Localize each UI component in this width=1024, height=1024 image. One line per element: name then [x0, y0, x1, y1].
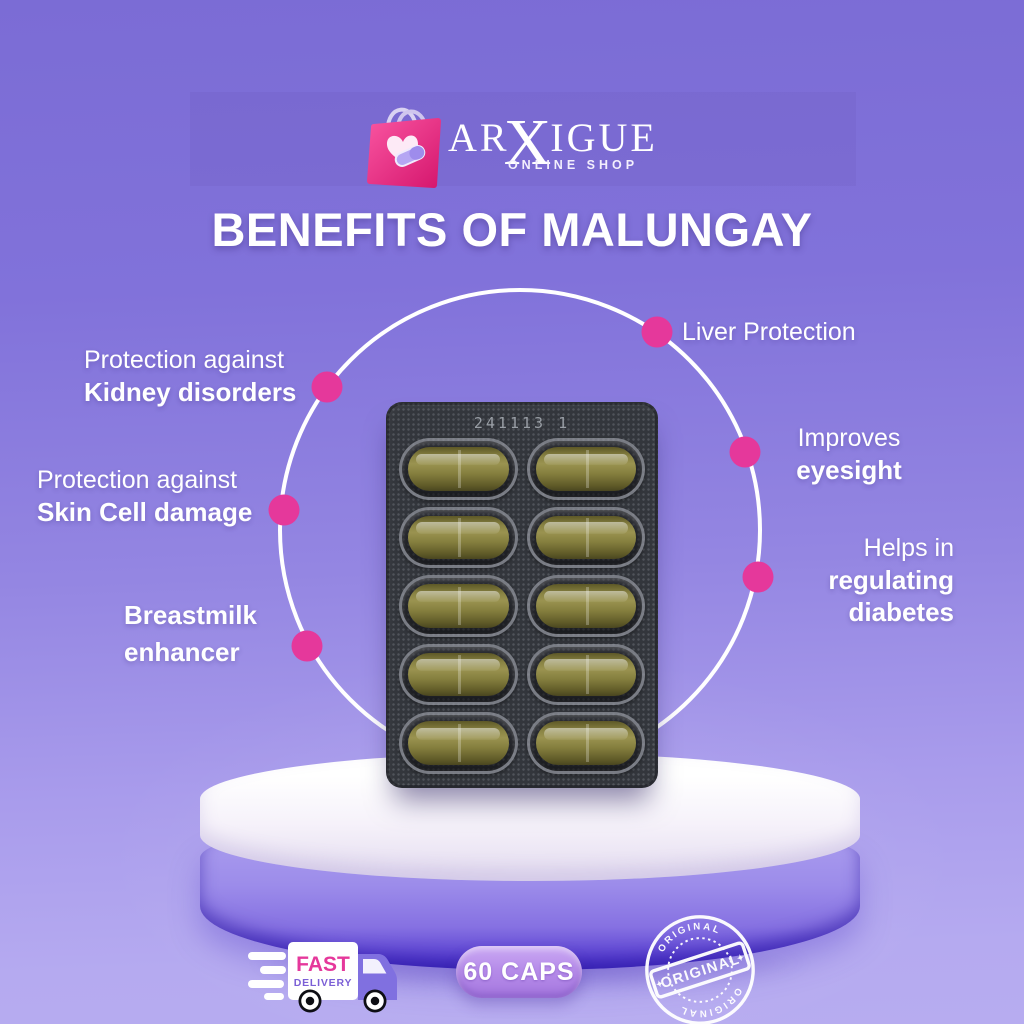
- blister-capsule: [526, 712, 645, 774]
- benefit-liver: Liver Protection: [682, 316, 856, 348]
- benefit-diabetes: Helps in regulating diabetes: [772, 532, 954, 628]
- blister-capsule: [526, 438, 645, 500]
- batch-number: 241113 1: [473, 414, 571, 432]
- truck-wheel: [363, 989, 387, 1013]
- blister-capsule: [526, 643, 645, 706]
- benefit-dot-breastmilk: [291, 630, 323, 662]
- brand-tagline: ONLINE SHOP: [507, 158, 639, 172]
- truck-wheel: [298, 989, 322, 1013]
- benefit-eyesight: Improves eyesight: [749, 422, 949, 486]
- caps-count-label: 60 CAPS: [463, 957, 575, 986]
- benefit-dot-skin: [268, 494, 300, 526]
- brand-word-x: X: [503, 106, 555, 179]
- benefit-dot-eyesight: [729, 436, 761, 468]
- benefit-kidney: Protection against Kidney disorders: [84, 344, 296, 408]
- benefit-dot-kidney: [311, 371, 343, 403]
- benefit-line: Helps in: [863, 534, 954, 562]
- benefit-line: Liver Protection: [682, 318, 856, 346]
- original-stamp-icon: ORIGINAL ORIGINAL ✦ ✦ ORIGINAL: [645, 913, 755, 1024]
- blister-pack: 241113 1: [386, 402, 658, 788]
- caps-count-badge: 60 CAPS: [456, 946, 582, 998]
- brand-wordmark: ARXIGUE: [448, 106, 658, 179]
- delivery-truck-icon: FAST DELIVERY: [248, 942, 397, 1013]
- blister-capsule: [526, 506, 645, 569]
- benefit-line: Kidney disorders: [84, 377, 297, 407]
- benefit-skin: Protection against Skin Cell damage: [37, 464, 252, 528]
- benefit-line: Breastmilk: [124, 600, 257, 630]
- benefit-line: Protection against: [37, 466, 238, 494]
- blister-capsule: [399, 438, 518, 500]
- benefit-dot-liver: [641, 316, 673, 348]
- shopping-bag-icon: [367, 107, 441, 188]
- brand-word-suffix: IGUE: [550, 115, 658, 160]
- benefit-dot-diabetes: [742, 561, 774, 593]
- blister-capsule: [399, 643, 518, 706]
- stamp-star-right: ✦: [735, 952, 746, 964]
- benefit-line: Improves: [797, 424, 901, 452]
- benefit-line: Protection against: [84, 346, 285, 374]
- blister-capsule: [526, 575, 645, 637]
- benefit-line: regulating: [828, 565, 954, 595]
- benefit-breastmilk: Breastmilk enhancer: [124, 597, 257, 671]
- benefit-line: Skin Cell damage: [37, 497, 253, 527]
- blister-capsule: [399, 575, 518, 637]
- blister-capsule: [399, 506, 518, 569]
- benefit-line: eyesight: [796, 455, 902, 485]
- blister-grid: [399, 438, 645, 774]
- page-title: BENEFITS OF MALUNGAY: [211, 203, 813, 256]
- fast-delivery-line2: DELIVERY: [294, 977, 353, 989]
- stamp-star-left: ✦: [655, 978, 666, 990]
- blister-capsule: [399, 712, 518, 774]
- brand-word-prefix: AR: [448, 115, 510, 160]
- benefit-line: enhancer: [124, 637, 240, 667]
- fast-delivery-line1: FAST: [296, 953, 350, 976]
- logo-backdrop: [190, 92, 856, 186]
- benefit-line: diabetes: [848, 597, 955, 627]
